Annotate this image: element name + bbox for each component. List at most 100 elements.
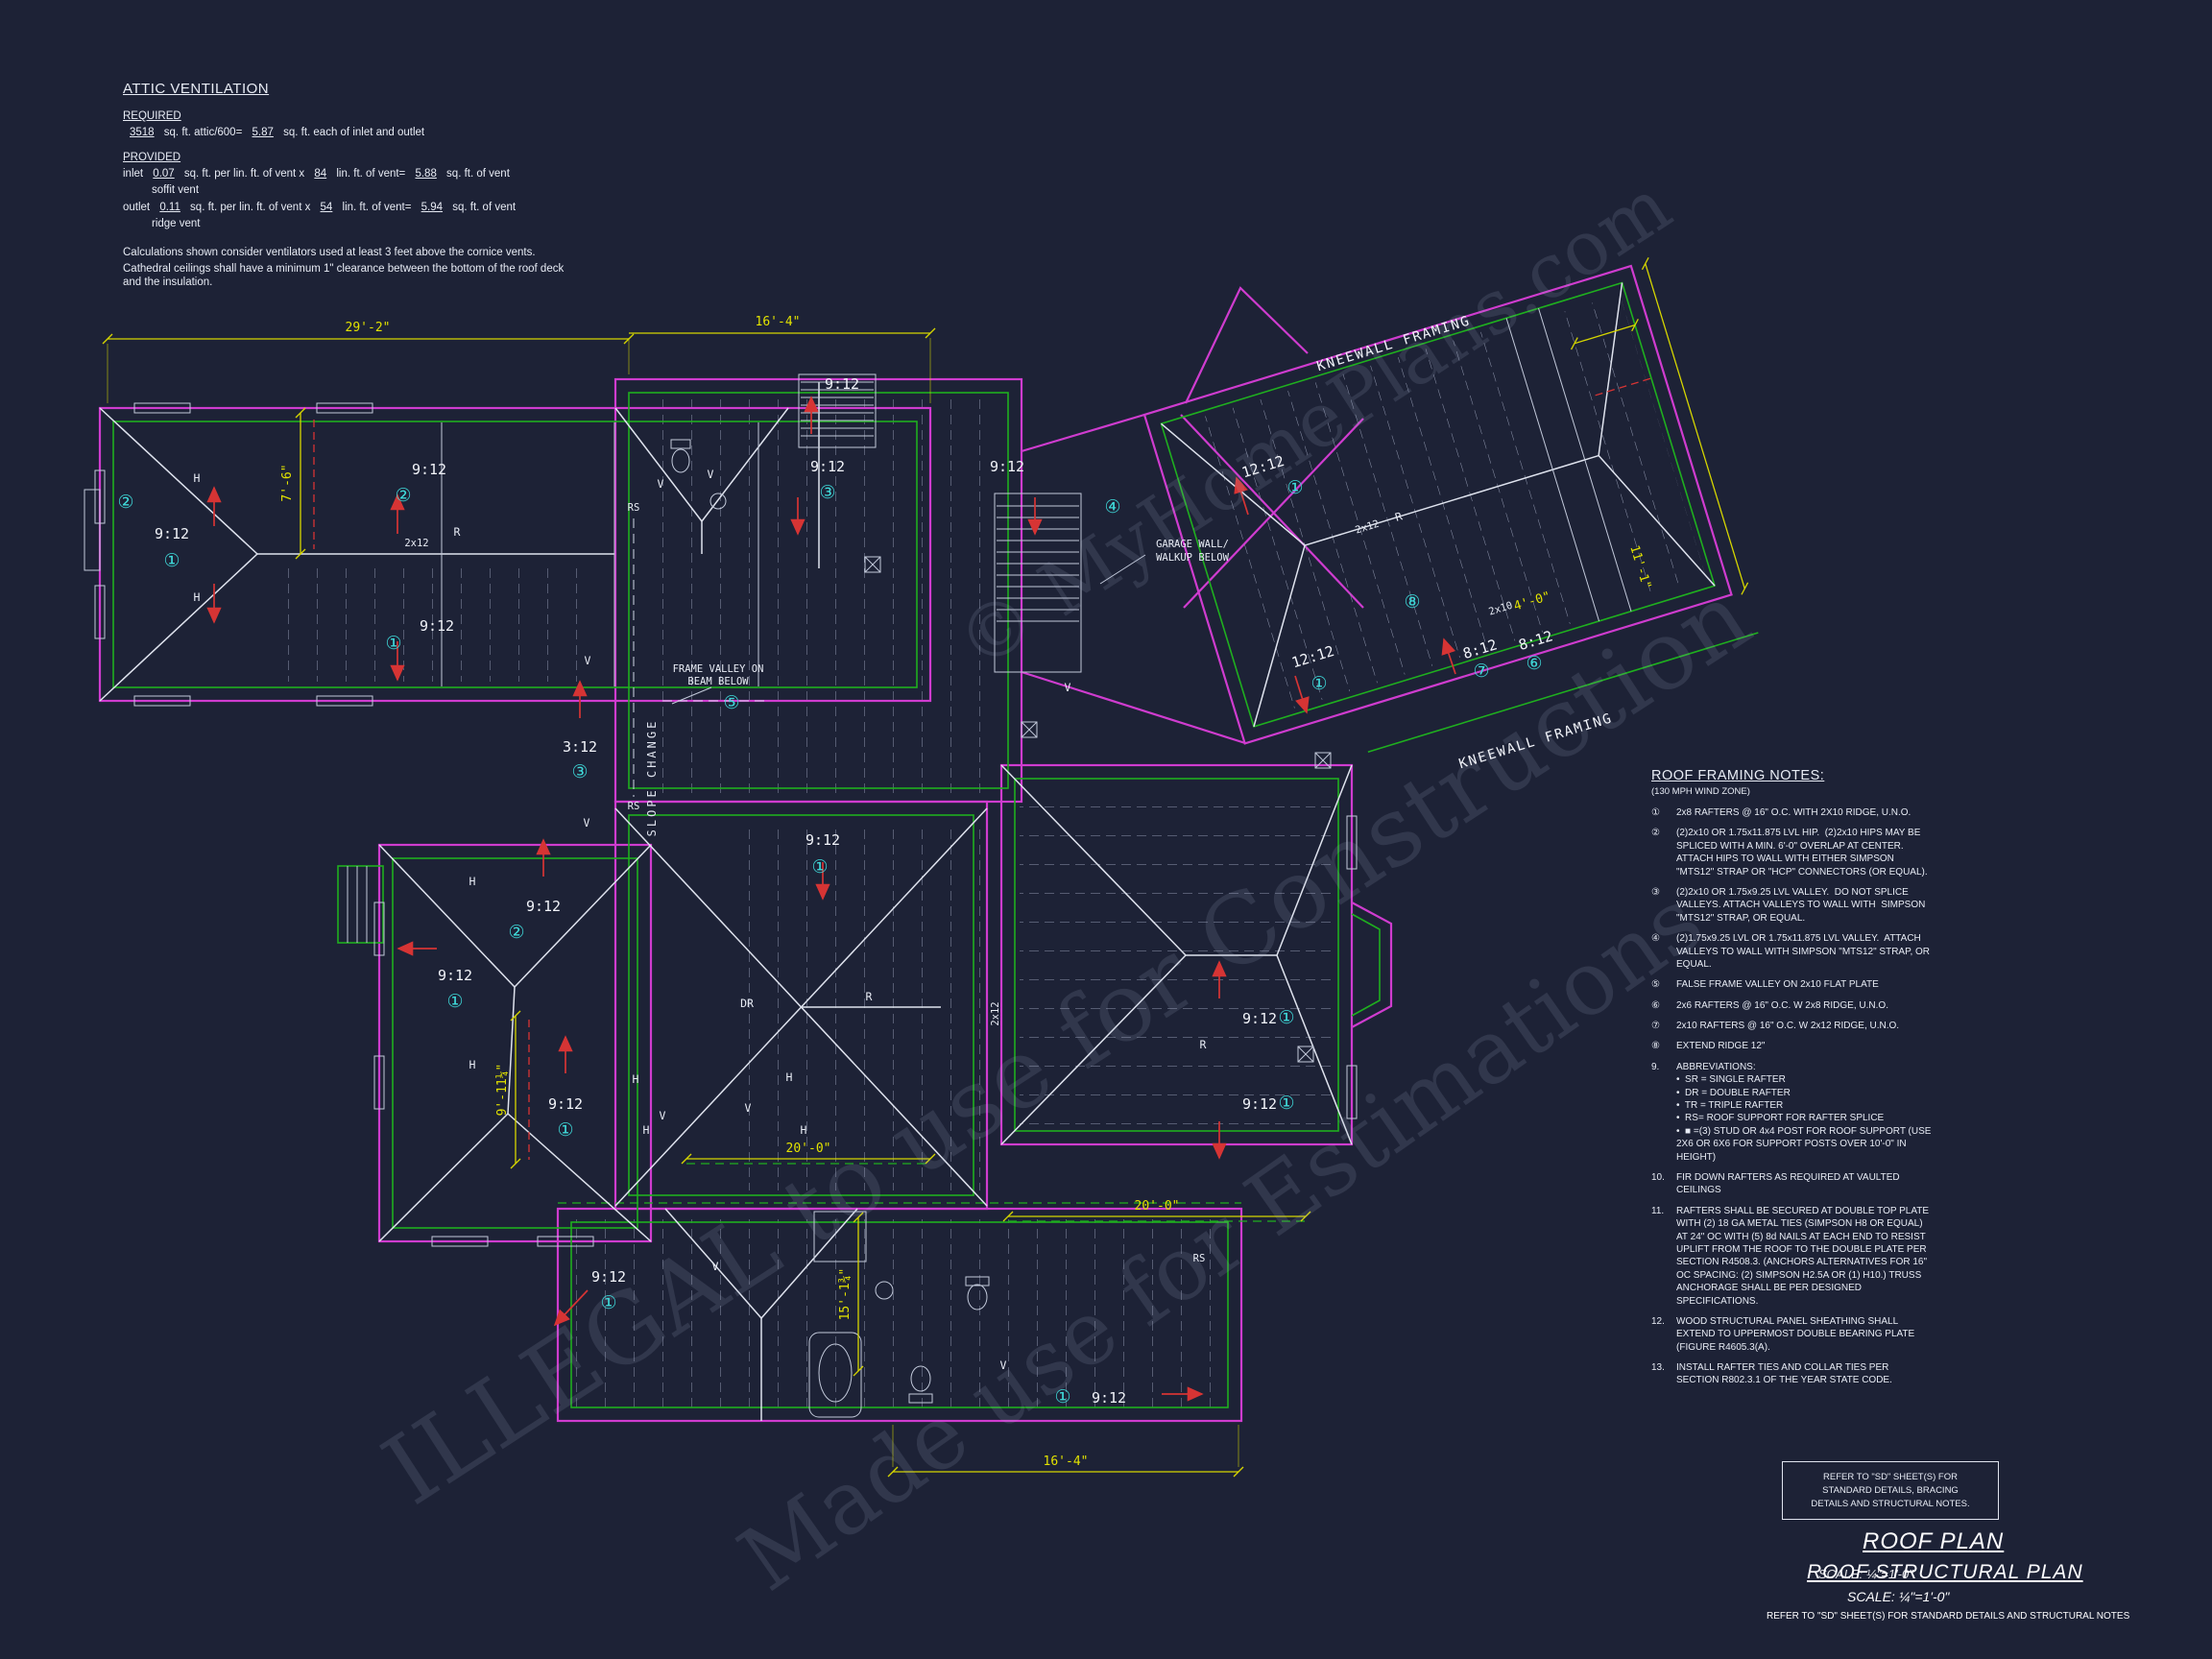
- scale-overlap-text: SCALE: ¼"=1'-0": [1818, 1567, 1913, 1581]
- attic-row: ridge vent: [152, 218, 201, 229]
- roof-note-item: 11.RAFTERS SHALL BE SECURED AT DOUBLE TO…: [1651, 1205, 1932, 1307]
- roof-note-item: 12.WOOD STRUCTURAL PANEL SHEATHING SHALL…: [1651, 1315, 1917, 1353]
- plan-label-small: RS: [1193, 1253, 1206, 1264]
- plan-label-small: 2x12: [990, 1001, 1001, 1025]
- plan-label-marker: ①: [1310, 673, 1327, 694]
- plan-label-letter: V: [1000, 1358, 1007, 1372]
- plan-label-pitch: 9:12: [591, 1268, 626, 1286]
- plan-label-small: 2x12: [404, 538, 428, 549]
- plan-label-marker: ①: [557, 1119, 573, 1141]
- plan-label-pitch: 9:12: [548, 1095, 583, 1113]
- wall-lines: [112, 392, 1381, 1408]
- attic-row: PROVIDED: [123, 151, 181, 163]
- plan-label-pitch: 9:12: [412, 461, 446, 478]
- diagonal-wing: [1142, 257, 1759, 754]
- plan-label-letter: V: [712, 1260, 719, 1273]
- plan-label-marker: ①: [1278, 1007, 1294, 1028]
- plan-label-marker: ②: [508, 922, 524, 943]
- plan-label-marker: ⑦: [1473, 661, 1489, 682]
- plan-label-dim: 20'-0": [786, 1142, 831, 1156]
- roof-outlines: [98, 286, 1393, 1423]
- plan-label-marker: ③: [571, 761, 588, 782]
- plan-label-pitch: 9:12: [810, 458, 845, 475]
- roof-framing-notes-title: ROOF FRAMING NOTES:: [1651, 768, 1825, 783]
- roof-framing-notes-subtitle: (130 MPH WIND ZONE): [1651, 786, 1750, 797]
- roof-note-item: 13.INSTALL RAFTER TIES AND COLLAR TIES P…: [1651, 1362, 1892, 1386]
- hip-ridge-valley-lines: [99, 382, 1353, 1421]
- plan-label-letter: V: [1065, 681, 1071, 694]
- plan-label-small: FRAME VALLEY ON: [673, 663, 764, 675]
- detail-lines: [84, 373, 1358, 1418]
- sheet-scale: SCALE: ¼"=1'-0": [1847, 1589, 1950, 1604]
- plan-label-letter: V: [660, 1109, 666, 1122]
- plan-label-letter: H: [194, 590, 201, 604]
- plan-label-marker: ①: [1278, 1093, 1294, 1114]
- plan-label-letter: H: [469, 875, 476, 888]
- roof-note-item: 10.FIR DOWN RAFTERS AS REQUIRED AT VAULT…: [1651, 1171, 1903, 1196]
- plan-label-letter: V: [745, 1101, 752, 1115]
- slope-arrows: [206, 396, 1456, 1402]
- plan-label-letter: R: [1393, 509, 1404, 523]
- plan-label-dim: 16'-4": [756, 315, 801, 329]
- plan-label-letter: V: [585, 654, 591, 667]
- plan-label-dim: 16'-4": [1044, 1455, 1089, 1469]
- plan-label-letter: H: [643, 1123, 650, 1137]
- attic-row: Calculations shown consider ventilators …: [123, 247, 536, 259]
- plan-label-marker: ⑥: [1526, 653, 1542, 674]
- sheet-title-roof-plan: ROOF PLAN: [1863, 1528, 2005, 1554]
- sheet-refer-note: REFER TO "SD" SHEET(S) FOR STANDARD DETA…: [1767, 1611, 2130, 1622]
- plan-label-pitch: 9:12: [990, 458, 1024, 475]
- plan-label-letter: H: [801, 1123, 807, 1137]
- plan-label-marker: ②: [395, 485, 411, 506]
- title-block: ROOF PLAN SCALE: ¼"=1'-0" ROOF STRUCTURA…: [1767, 1528, 2200, 1622]
- plan-label-letter: V: [584, 816, 590, 830]
- dimension-lines: [102, 327, 1311, 1478]
- plan-label-letter: H: [633, 1072, 639, 1086]
- sheet-title-secondary-wrap: SCALE: ¼"=1'-0" ROOF STRUCTURAL PLAN: [1807, 1561, 2200, 1584]
- plan-label-marker: ⑧: [1404, 591, 1420, 613]
- plan-label-pitch: 9:12: [155, 525, 189, 542]
- attic-row: inlet 0.07 sq. ft. per lin. ft. of vent …: [123, 167, 510, 180]
- plan-label-letter: V: [658, 477, 664, 491]
- attic-row: REQUIRED: [123, 109, 181, 122]
- attic-ventilation-title: ATTIC VENTILATION: [123, 81, 270, 97]
- plan-label-marker: ①: [811, 856, 828, 878]
- roof-framing-notes-panel: ROOF FRAMING NOTES: (130 MPH WIND ZONE) …: [1651, 768, 1932, 1395]
- plan-label-marker: ①: [385, 633, 401, 654]
- roof-note-item: 9.ABBREVIATIONS: • SR = SINGLE RAFTER • …: [1651, 1061, 1932, 1163]
- plan-label-letter: H: [786, 1070, 793, 1084]
- plan-label-pitch: 9:12: [420, 617, 454, 635]
- plan-label-letter: R: [866, 990, 873, 1003]
- plan-label-letter: R: [454, 525, 461, 539]
- plan-label-pitch: 9:12: [1242, 1010, 1277, 1027]
- plan-label-small: BEAM BELOW: [687, 676, 749, 687]
- plan-label-marker: ②: [117, 492, 133, 513]
- plan-label-marker: ④: [1104, 496, 1120, 517]
- plan-label-small: RS: [628, 801, 640, 812]
- slope-change-lines: [633, 518, 768, 797]
- plan-label-dim: 9'-11¼": [495, 1064, 510, 1117]
- sd-reference-box: REFER TO "SD" SHEET(S) FOR STANDARD DETA…: [1782, 1461, 1999, 1521]
- plan-label-pitch: 3:12: [563, 738, 597, 756]
- plan-label-marker: ①: [446, 991, 463, 1012]
- roof-note-item: ④(2)1.75x9.25 LVL OR 1.75x11.875 LVL VAL…: [1651, 933, 1933, 970]
- plan-label-small: RS: [628, 502, 640, 514]
- attic-row: soffit vent: [152, 184, 200, 197]
- plan-label-pitch: 9:12: [805, 831, 840, 849]
- plan-label-pitch: 9:12: [1242, 1095, 1277, 1113]
- plan-label-small: GARAGE WALL/: [1156, 539, 1229, 550]
- attic-row: Cathedral ceilings shall have a minimum …: [123, 262, 565, 289]
- plan-label-marker: ③: [819, 482, 835, 503]
- plan-label-letter: H: [194, 471, 201, 485]
- plan-label-marker: ①: [1286, 477, 1303, 498]
- plan-label-pitch: 9:12: [1092, 1389, 1126, 1407]
- plan-label-marker: ①: [163, 550, 180, 571]
- plan-label-pitch: 9:12: [438, 967, 472, 984]
